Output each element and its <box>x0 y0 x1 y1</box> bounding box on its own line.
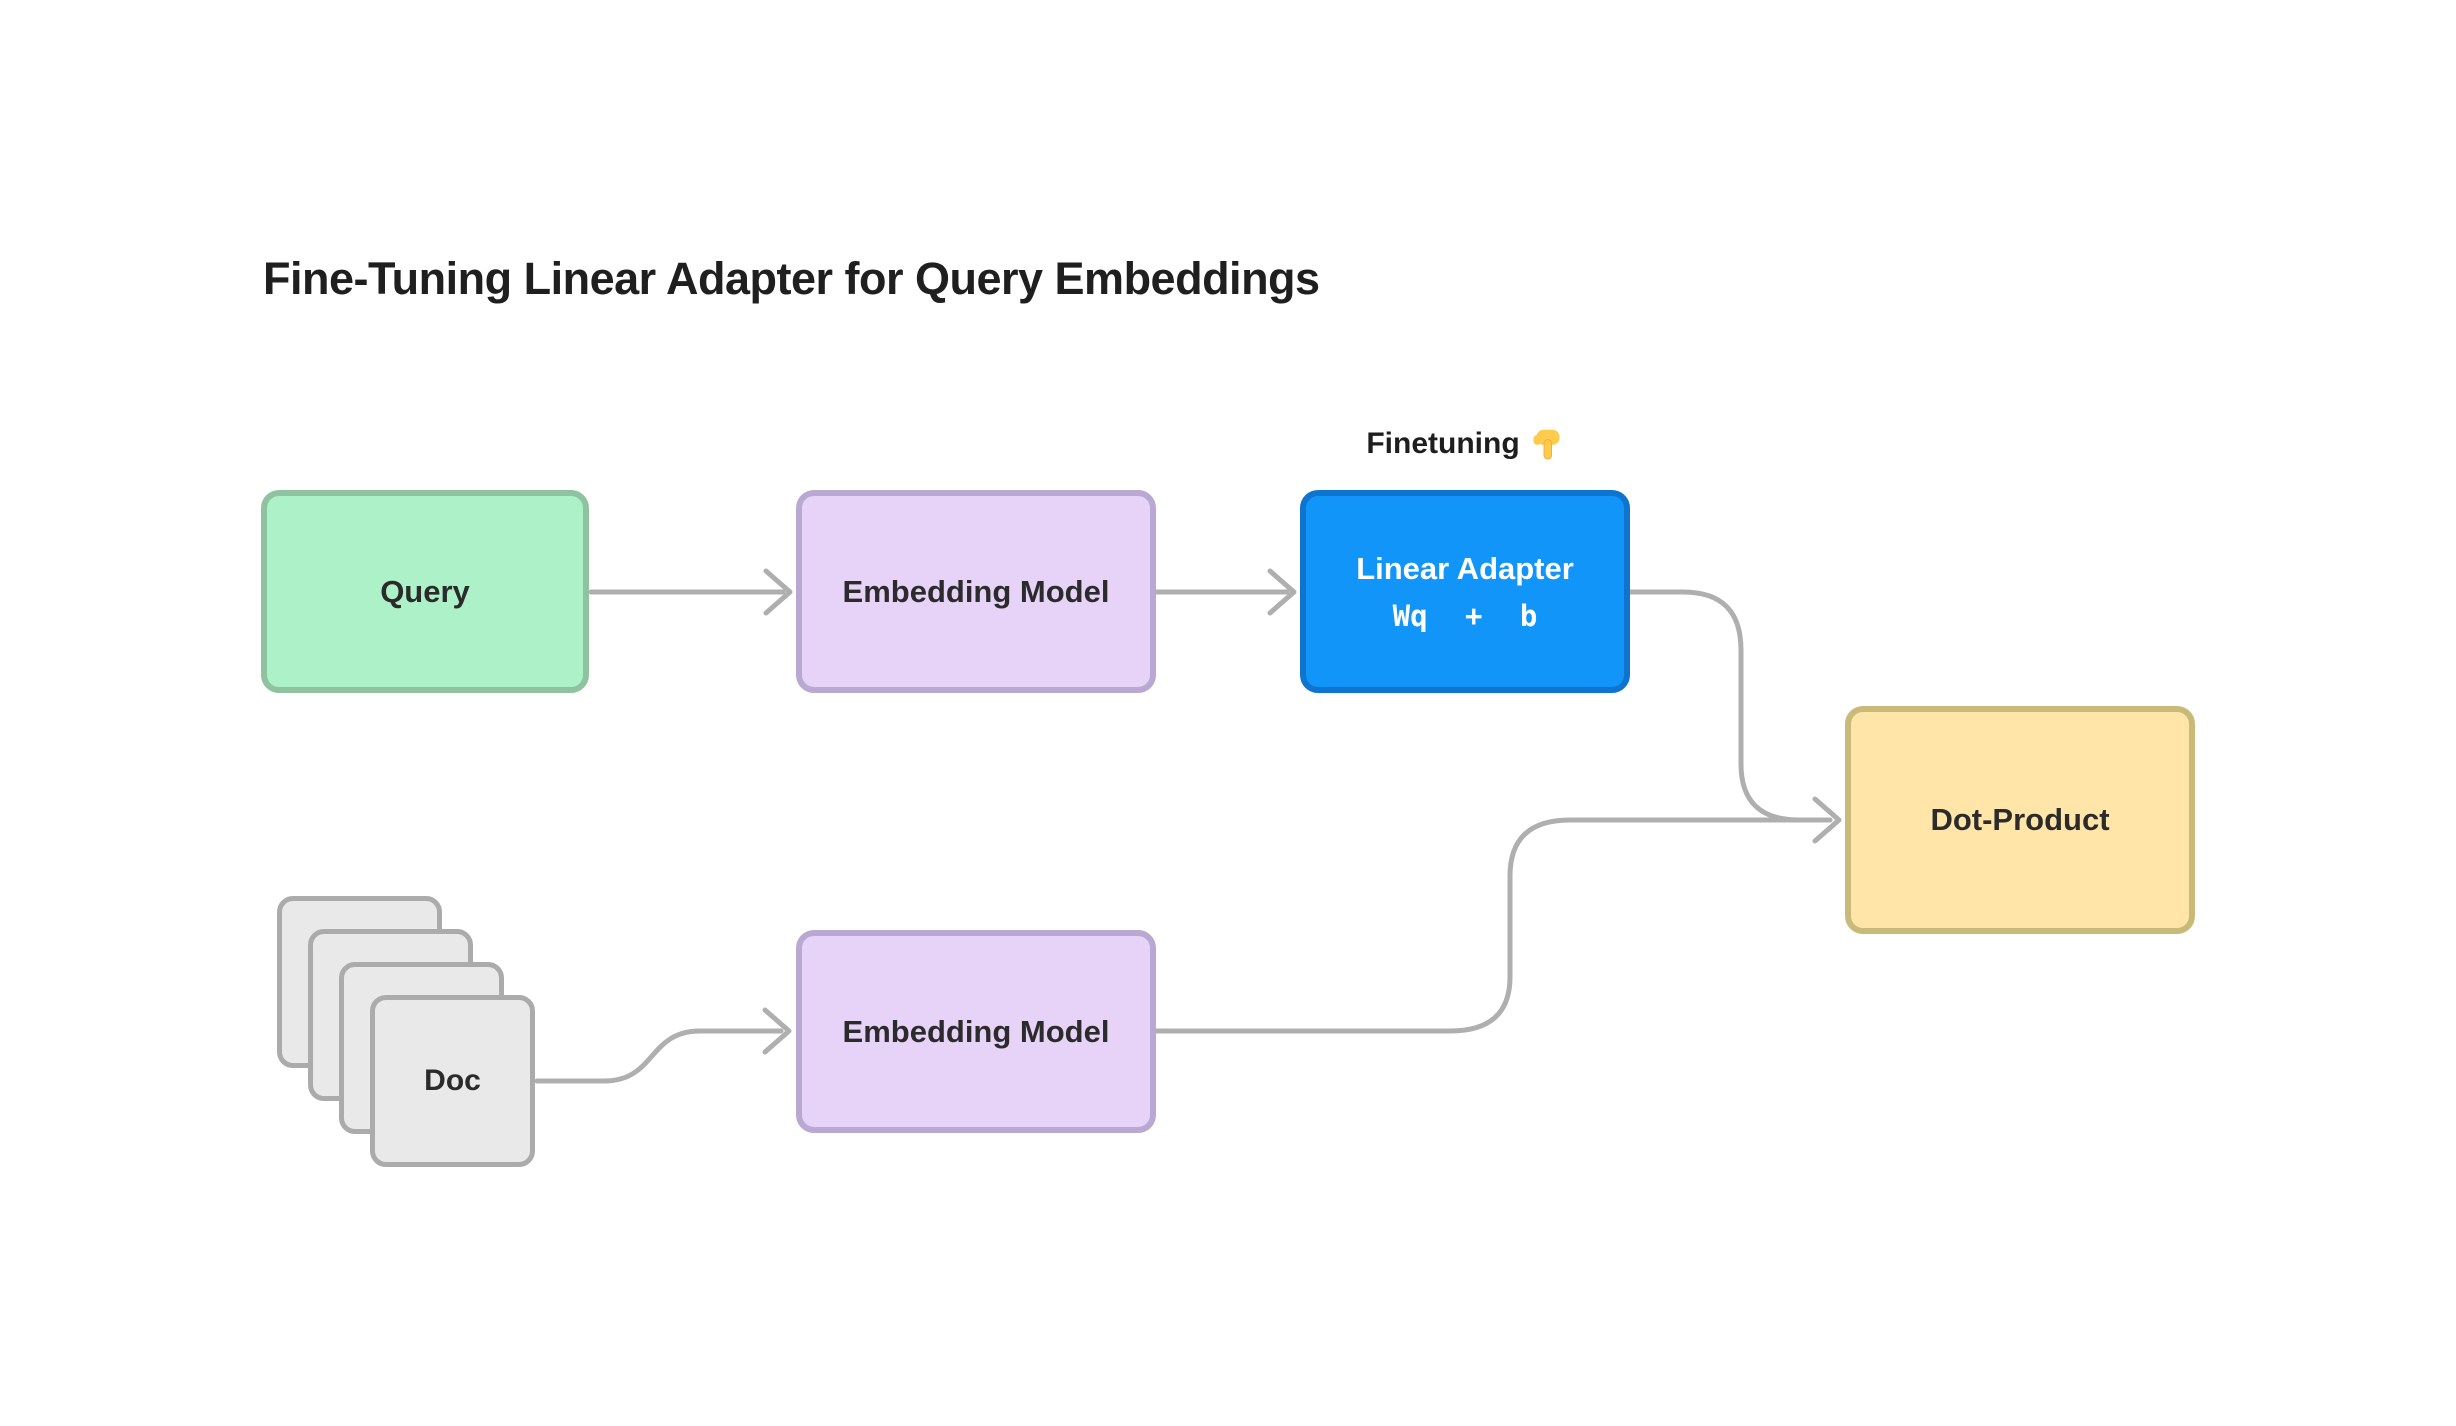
node-embedding-model-top: Embedding Model <box>796 490 1156 693</box>
edge-embedding-bottom-to-dot-product <box>1151 796 1842 1034</box>
doc-label: Doc <box>424 1064 481 1097</box>
pointing-down-emoji-icon <box>1532 429 1560 460</box>
node-query: Query <box>261 490 589 693</box>
diagram-title: Fine-Tuning Linear Adapter for Query Emb… <box>263 253 1320 304</box>
edge-doc-to-embedding-bottom <box>534 1007 792 1084</box>
edge-linear-adapter-to-dot-product <box>1627 589 1802 823</box>
edge-embedding-top-to-linear-adapter <box>1151 568 1297 616</box>
node-embedding-model-bottom-label: Embedding Model <box>842 1013 1110 1049</box>
node-linear-adapter: Linear Adapter Wq + b <box>1300 490 1630 693</box>
edge-query-to-embedding-top <box>588 568 793 616</box>
node-linear-adapter-label: Linear Adapter <box>1356 550 1574 586</box>
node-embedding-model-bottom: Embedding Model <box>796 930 1156 1133</box>
node-query-label: Query <box>380 573 470 609</box>
node-dot-product: Dot-Product <box>1845 706 2195 934</box>
finetuning-label: Finetuning <box>1366 427 1520 460</box>
node-dot-product-label: Dot-Product <box>1930 802 2110 837</box>
node-embedding-model-top-label: Embedding Model <box>842 573 1110 609</box>
doc-card-front: Doc <box>370 995 535 1167</box>
node-linear-adapter-formula: Wq + b <box>1392 598 1538 633</box>
finetuning-annotation: Finetuning <box>1300 420 1630 468</box>
